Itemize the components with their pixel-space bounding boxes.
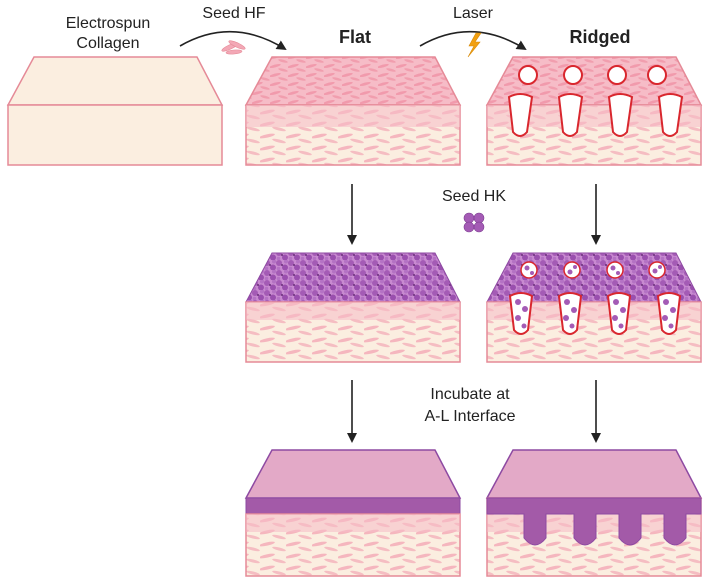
laser-label: Laser (453, 5, 494, 22)
seed-hk-label: Seed HK (442, 188, 506, 205)
flat-hf-scaffold (244, 56, 462, 166)
keratinocytes-in-wells (515, 299, 676, 329)
ridge-wells (507, 93, 684, 137)
incubate-label-line2: A-L Interface (424, 408, 515, 425)
laser-bolt-icon (467, 32, 482, 58)
fibroblast-icon (221, 40, 246, 55)
ridged-title: Ridged (570, 27, 631, 47)
flat-skin-equivalent (244, 449, 462, 577)
ridged-skin-equivalent (485, 449, 703, 577)
incubate-label-line1: Incubate at (430, 386, 510, 403)
flat-title: Flat (339, 27, 371, 47)
seed-hf-label: Seed HF (202, 5, 265, 22)
ridged-hf-scaffold (485, 56, 703, 166)
keratinocyte-icon (463, 212, 485, 233)
seed-hf-arrow (179, 30, 287, 51)
material-label-line1: Electrospun (66, 15, 151, 32)
rete-ridges (486, 497, 702, 546)
ridged-hk-scaffold (486, 252, 702, 363)
material-label-line2: Collagen (76, 35, 139, 52)
laser-arrow (419, 30, 527, 51)
flat-hk-scaffold (245, 252, 461, 363)
electrospun-collagen-block (6, 56, 224, 166)
ridge-hole-tops (518, 65, 667, 85)
